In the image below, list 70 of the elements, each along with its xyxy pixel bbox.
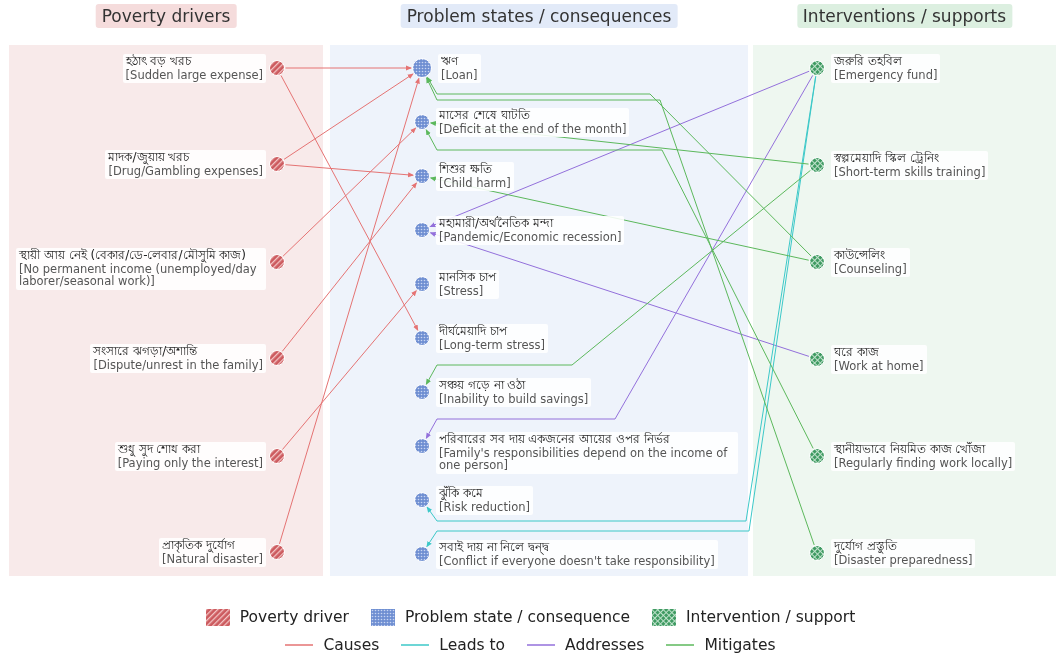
node-label: প্রাকৃতিক দুর্যোগ <box>162 539 235 553</box>
node-label: শিশুর ক্ষতি <box>439 163 493 177</box>
legend-label: Problem state / consequence <box>404 608 631 626</box>
arrow <box>282 127 417 257</box>
node-label: ঝুঁকি কমে <box>439 487 483 501</box>
node-translation: [Dispute/unrest in the family] <box>93 358 263 372</box>
node-label: মহামারী/অর্থনৈতিক মন্দা <box>439 217 555 231</box>
arrow <box>425 129 814 449</box>
node-translation: [Natural disaster] <box>162 552 263 566</box>
node-translation: [Drug/Gambling expenses] <box>108 164 263 178</box>
node-translation: [Stress] <box>439 284 485 298</box>
node-label: ঋণ <box>441 55 460 69</box>
arrow <box>283 73 414 160</box>
node-label: স্থানীয়ভাবে নিয়মিত কাজ খোঁজা <box>834 443 987 457</box>
node-translation: [Deficit at the end of the month] <box>439 122 627 136</box>
arrow <box>284 164 415 178</box>
node-translation: [Conflict if everyone doesn't take responsibility] <box>439 554 715 568</box>
arrow <box>280 75 419 331</box>
node-label: শুধু সুদ শোধ করা <box>117 443 201 457</box>
node-translation: [Inability to build savings] <box>439 392 589 406</box>
node-label: মাদক/জুয়ায় খরচ <box>108 151 190 165</box>
arrow <box>429 231 810 357</box>
node-label: হঠাৎ বড় খরচ <box>125 55 193 69</box>
legend-label: Addresses <box>565 636 645 654</box>
panel-heading: Poverty drivers <box>95 4 237 28</box>
legend-label: Leads to <box>439 636 506 654</box>
panel-heading: Problem states / consequences <box>400 4 678 28</box>
node-translation: [No permanent income (unemployed/day laborer/seasonal work)] <box>19 262 258 289</box>
node-translation: [Child harm] <box>439 176 511 190</box>
node-translation: [Short-term skills training] <box>834 165 986 179</box>
node-translation: [Long-term stress] <box>439 338 545 352</box>
node-translation: [Disaster preparedness] <box>834 553 973 567</box>
arrow <box>429 121 810 165</box>
node-label: সবাই দায় না নিলে দ্বন্দ্ব <box>439 541 551 555</box>
node-translation: [Family's responsibilities depend on the income of one person] <box>439 446 729 473</box>
arrow <box>429 176 810 261</box>
node-label: দীর্ঘমেয়াদি চাপ <box>439 325 508 339</box>
node-translation: [Paying only the interest] <box>117 456 263 470</box>
node-label: মানসিক চাপ <box>439 271 496 285</box>
legend-label: Poverty driver <box>239 608 349 626</box>
arrow <box>282 290 417 450</box>
legend-label: Intervention / support <box>686 608 856 626</box>
node-label: পরিবারের সব দায় একজনের আয়ের ওপর নির্ভর <box>439 433 671 447</box>
node-translation: [Emergency fund] <box>834 68 938 82</box>
node-translation: [Counseling] <box>834 262 907 276</box>
node-translation: [Pandemic/Economic recession] <box>439 230 622 244</box>
panel-heading: Interventions / supports <box>796 4 1013 28</box>
node-label: দুর্যোগ প্রস্তুতি <box>834 540 897 554</box>
arrow <box>425 74 814 439</box>
arrow <box>429 70 810 228</box>
arrow <box>278 77 420 545</box>
node-label: সঞ্চয় গড়ে না ওঠা <box>439 379 527 393</box>
node-translation: [Work at home] <box>834 359 924 373</box>
legend-label: Causes <box>323 636 380 654</box>
node-translation: [Regularly finding work locally] <box>834 456 1013 470</box>
node-label: ঘরে কাজ <box>834 346 880 360</box>
node-label: জরুরি তহবিল <box>834 55 903 69</box>
node-translation: [Sudden large expense] <box>125 68 263 82</box>
arrow <box>425 169 811 385</box>
node-label: সংসারে ঝগড়া/অশান্তি <box>93 345 199 359</box>
arrow <box>285 65 412 71</box>
node-translation: [Loan] <box>441 68 478 82</box>
arrow <box>281 182 417 352</box>
node-translation: [Risk reduction] <box>439 500 530 514</box>
node-label: স্বল্পমেয়াদি স্কিল ট্রেনিং <box>834 152 940 166</box>
legend-label: Mitigates <box>704 636 776 654</box>
node-label: স্থায়ী আয় নেই (বেকার/ডে-লেবার/মৌসুমি কাজ) <box>19 249 247 263</box>
node-label: মাসের শেষে ঘাটতি <box>439 109 531 123</box>
arrow <box>427 76 812 257</box>
node-label: কাউন্সেলিং <box>834 249 886 263</box>
